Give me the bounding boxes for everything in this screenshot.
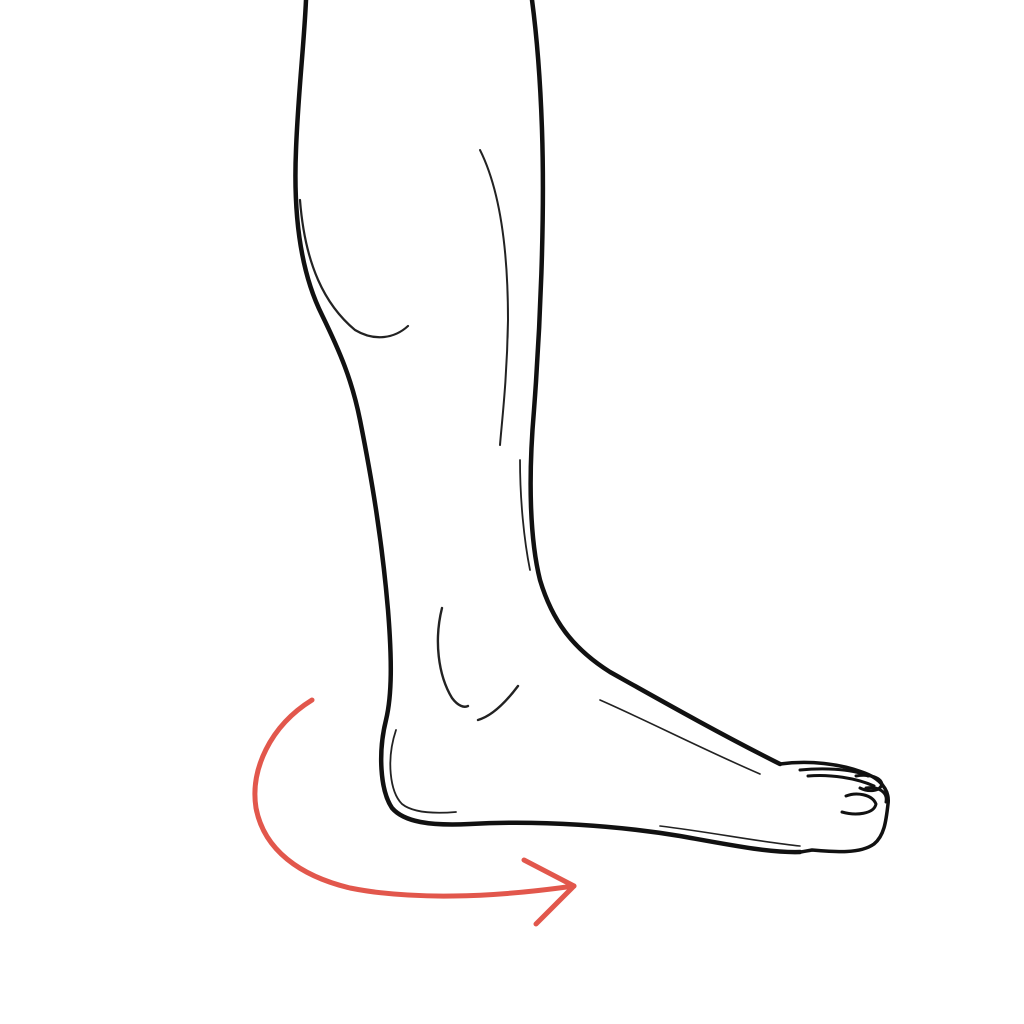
leg-details bbox=[298, 149, 801, 847]
ankle-bone-line bbox=[436, 606, 470, 708]
foot-top-line bbox=[599, 699, 761, 775]
leg-outline bbox=[293, 0, 890, 855]
toe-line-2 bbox=[806, 774, 876, 788]
back-calf-contour bbox=[293, 0, 803, 855]
ankle-tendon-line bbox=[476, 684, 520, 722]
shin-inner-line-2 bbox=[519, 459, 531, 571]
curved-arrow-shaft bbox=[252, 697, 577, 899]
toe-nail-2 bbox=[840, 792, 878, 816]
arrow-head bbox=[521, 857, 577, 927]
big-toe bbox=[778, 760, 890, 854]
sole-detail-line bbox=[659, 825, 801, 847]
toe-nail-1 bbox=[854, 773, 884, 793]
shin-inner-line bbox=[479, 149, 509, 446]
curved-arrow bbox=[252, 697, 577, 927]
calf-muscle-line bbox=[298, 198, 410, 339]
heel-inner-line bbox=[389, 729, 457, 814]
toe-nail-3 bbox=[864, 786, 888, 804]
shin-front-contour bbox=[528, 0, 783, 767]
